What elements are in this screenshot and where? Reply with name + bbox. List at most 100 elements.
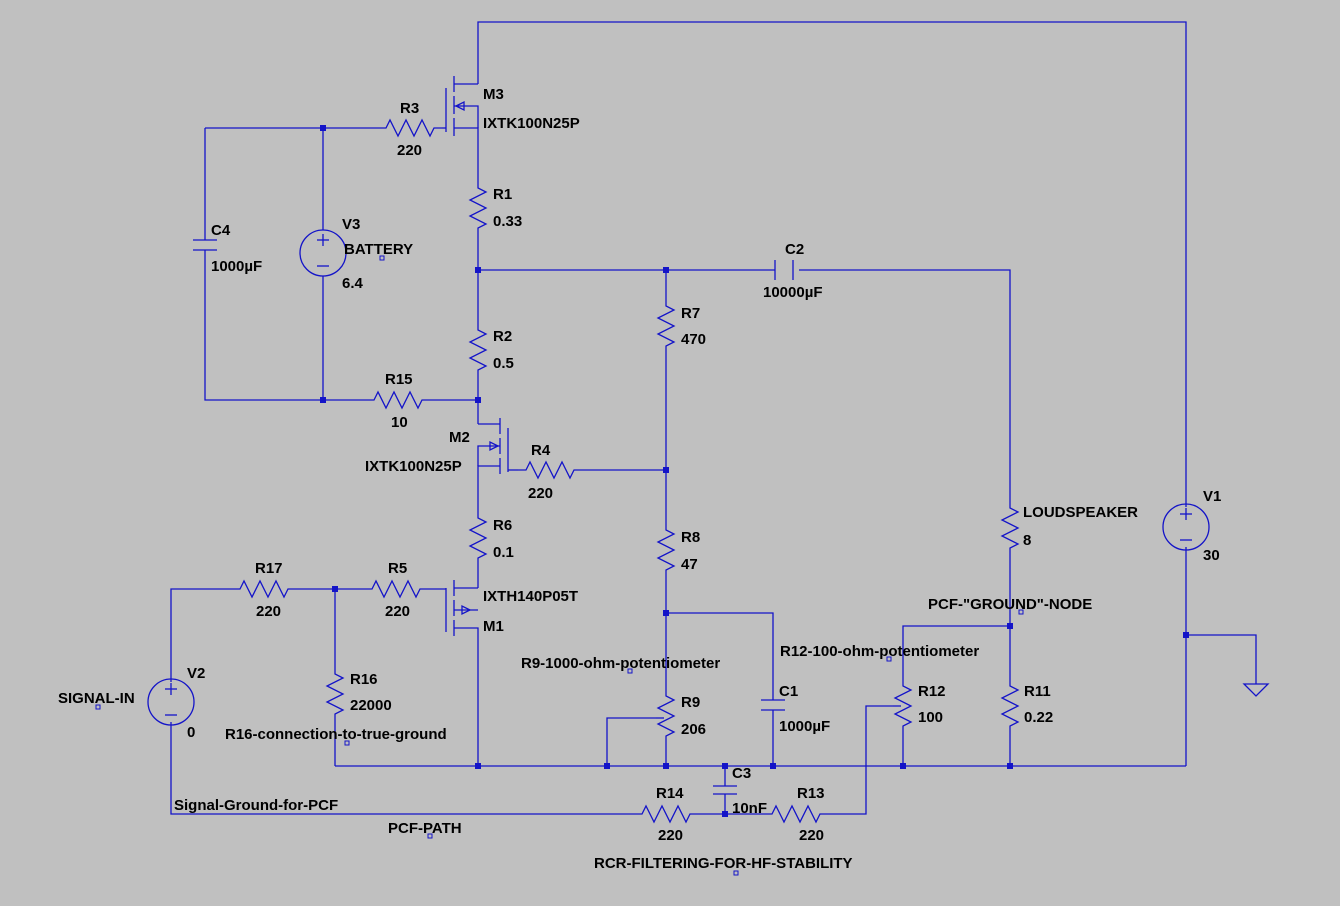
r3-ref: R3 bbox=[400, 100, 419, 117]
c2-ref: C2 bbox=[785, 241, 804, 258]
mosfet-m2[interactable] bbox=[477, 418, 518, 474]
mosfets bbox=[428, 76, 518, 640]
r2-value: 0.5 bbox=[493, 355, 514, 372]
resistor-r9[interactable] bbox=[656, 690, 676, 740]
v2-ref: V2 bbox=[187, 665, 205, 682]
r16-note: R16-connection-to-true-ground bbox=[225, 726, 447, 743]
r1-value: 0.33 bbox=[493, 213, 522, 230]
c4-value: 1000µF bbox=[211, 258, 262, 275]
capacitor-c3[interactable] bbox=[713, 785, 737, 795]
net-flag-pcf-path bbox=[427, 833, 433, 839]
r2-ref: R2 bbox=[493, 328, 512, 345]
ground-icon bbox=[1242, 683, 1270, 697]
r6-value: 0.1 bbox=[493, 544, 514, 561]
pcf-path-label: PCF-PATH bbox=[388, 820, 462, 837]
net-flag-signal-in bbox=[95, 704, 101, 710]
rcr-label: RCR-FILTERING-FOR-HF-STABILITY bbox=[594, 855, 853, 872]
c3-value: 10nF bbox=[732, 800, 767, 817]
v2-value: 0 bbox=[187, 724, 195, 741]
r8-value: 47 bbox=[681, 556, 698, 573]
net-flag-pcf-ground bbox=[1018, 609, 1024, 615]
junction bbox=[663, 763, 669, 769]
resistor-r6[interactable] bbox=[468, 510, 488, 562]
source-v3[interactable] bbox=[299, 229, 347, 277]
resistor-r4[interactable] bbox=[518, 460, 582, 480]
voltage-sources bbox=[147, 229, 1210, 726]
v3-ref: V3 bbox=[342, 216, 360, 233]
v1-value: 30 bbox=[1203, 547, 1220, 564]
m3-value: IXTK100N25P bbox=[483, 115, 580, 132]
r5-ref: R5 bbox=[388, 560, 407, 577]
r5-value: 220 bbox=[385, 603, 410, 620]
m1-value: IXTH140P05T bbox=[483, 588, 578, 605]
resistor-r15[interactable] bbox=[366, 390, 430, 410]
wire-r9-wiper bbox=[606, 717, 656, 766]
r16-ref: R16 bbox=[350, 671, 378, 688]
wire-r17-left bbox=[170, 588, 232, 682]
junction bbox=[475, 763, 481, 769]
resistors bbox=[232, 118, 1020, 824]
junction bbox=[332, 586, 338, 592]
junction bbox=[663, 610, 669, 616]
r14-value: 220 bbox=[658, 827, 683, 844]
resistor-loudspeaker[interactable] bbox=[1000, 500, 1020, 552]
r3-value: 220 bbox=[397, 142, 422, 159]
m3-ref: M3 bbox=[483, 86, 504, 103]
junction bbox=[320, 397, 326, 403]
junction bbox=[722, 811, 728, 817]
capacitor-c1[interactable] bbox=[761, 699, 785, 711]
resistor-r3[interactable] bbox=[378, 118, 442, 138]
v3-value2: 6.4 bbox=[342, 275, 364, 292]
r13-ref: R13 bbox=[797, 785, 825, 802]
resistor-r5[interactable] bbox=[364, 579, 428, 599]
m2-value: IXTK100N25P bbox=[365, 458, 462, 475]
net-flag-r9-note bbox=[627, 668, 633, 674]
capacitor-c2[interactable] bbox=[774, 260, 794, 280]
m2-ref: M2 bbox=[449, 429, 470, 446]
resistor-r7[interactable] bbox=[656, 298, 676, 350]
r9-ref: R9 bbox=[681, 694, 700, 711]
r7-ref: R7 bbox=[681, 305, 700, 322]
resistor-r8[interactable] bbox=[656, 522, 676, 574]
v1-ref: V1 bbox=[1203, 488, 1221, 505]
r1-ref: R1 bbox=[493, 186, 512, 203]
junction bbox=[1007, 763, 1013, 769]
r4-ref: R4 bbox=[531, 442, 551, 459]
r7-value: 470 bbox=[681, 331, 706, 348]
resistor-r11[interactable] bbox=[1000, 678, 1020, 730]
net-flag-r16-note bbox=[344, 740, 350, 746]
labels: M3 IXTK100N25P R3 220 R1 0.33 C4 1000µF … bbox=[58, 86, 1221, 872]
resistor-r1[interactable] bbox=[468, 180, 488, 234]
v3-value: BATTERY bbox=[344, 241, 413, 258]
source-v1[interactable] bbox=[1162, 503, 1210, 551]
source-v2[interactable] bbox=[147, 678, 195, 726]
net-flag-rcr bbox=[733, 870, 739, 876]
junction bbox=[663, 467, 669, 473]
capacitor-c4[interactable] bbox=[193, 239, 217, 251]
r8-ref: R8 bbox=[681, 529, 700, 546]
capacitors bbox=[193, 239, 794, 795]
mosfet-m3[interactable] bbox=[442, 76, 479, 136]
r12-note: R12-100-ohm-potentiometer bbox=[780, 643, 979, 660]
mosfet-m1[interactable] bbox=[428, 580, 479, 640]
resistor-r16[interactable] bbox=[325, 666, 345, 718]
r15-value: 10 bbox=[391, 414, 408, 431]
wire-top-rail bbox=[477, 21, 1187, 507]
resistor-r12[interactable] bbox=[893, 678, 913, 730]
resistor-r17[interactable] bbox=[232, 579, 296, 599]
wires bbox=[170, 21, 1257, 815]
r15-ref: R15 bbox=[385, 371, 413, 388]
junction bbox=[475, 267, 481, 273]
r13-value: 220 bbox=[799, 827, 824, 844]
r9-value: 206 bbox=[681, 721, 706, 738]
junction bbox=[770, 763, 776, 769]
wire-r12-top bbox=[902, 625, 1010, 678]
c1-value: 1000µF bbox=[779, 718, 830, 735]
c3-ref: C3 bbox=[732, 765, 751, 782]
resistor-r14[interactable] bbox=[634, 804, 698, 824]
resistor-r13[interactable] bbox=[764, 804, 828, 824]
resistor-r2[interactable] bbox=[468, 322, 488, 374]
r11-value: 0.22 bbox=[1024, 709, 1053, 726]
net-flag-r12-note bbox=[886, 656, 892, 662]
